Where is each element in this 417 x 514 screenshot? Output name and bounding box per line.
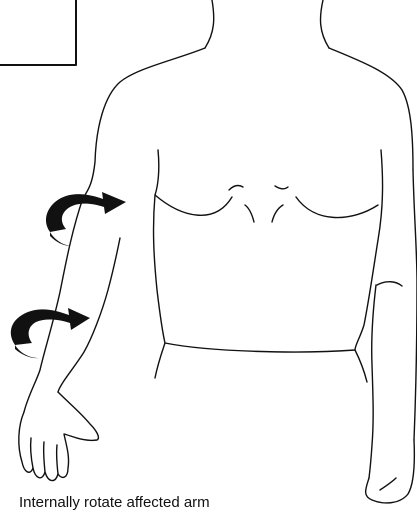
chest-center-2 <box>272 205 283 222</box>
torso-right <box>355 150 383 382</box>
right-arm-outer <box>413 170 417 440</box>
inset-frame <box>0 0 76 65</box>
right-hand-thumb <box>380 478 396 490</box>
figure-caption: Internally rotate affected arm <box>19 492 411 514</box>
left-shoulder <box>83 48 205 198</box>
right-elbow-line <box>377 282 402 286</box>
right-arm-inner <box>369 285 376 478</box>
finger-crease-1 <box>31 438 33 468</box>
torso-left <box>154 150 165 378</box>
upper-rotation-arrow-icon <box>46 192 126 246</box>
pec-left <box>155 195 232 215</box>
right-shoulder <box>329 48 413 170</box>
neck-right <box>321 0 329 48</box>
nipple-left <box>229 186 243 190</box>
chest-center <box>245 205 254 222</box>
pec-right <box>296 197 378 218</box>
finger-crease-2 <box>44 442 45 472</box>
hand <box>19 392 99 481</box>
nipple-right <box>275 186 288 189</box>
waistline <box>165 343 355 352</box>
neck-left <box>205 0 214 48</box>
finger-crease-3 <box>57 445 58 474</box>
